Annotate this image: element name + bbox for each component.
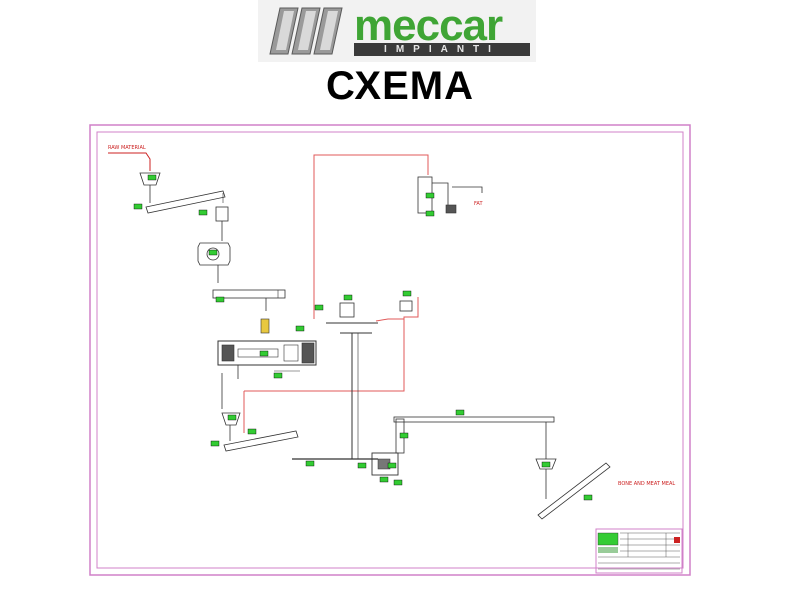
cooker-dryer xyxy=(217,340,317,366)
tag-3 xyxy=(208,249,218,256)
red-top-line xyxy=(313,154,429,319)
logo-tagline: IMPIANTI xyxy=(354,43,530,56)
fat-pump xyxy=(445,204,457,214)
raw-material-hopper xyxy=(139,172,161,186)
tag-17 xyxy=(357,462,367,469)
tag-24 xyxy=(583,494,593,501)
fat-outlet-line xyxy=(452,186,483,193)
conveyor-1 xyxy=(145,190,226,214)
separator xyxy=(339,302,355,318)
tag-8 xyxy=(227,414,237,421)
logo-wordmark: meccar xyxy=(354,1,503,50)
tag-5 xyxy=(295,325,305,332)
drawing-outer-frame xyxy=(89,124,691,576)
tag-9 xyxy=(210,440,220,447)
crusher xyxy=(215,206,229,222)
decanter xyxy=(399,300,413,312)
tag-4 xyxy=(215,296,225,303)
slide-title: СХЕМА xyxy=(326,64,474,108)
tag-23 xyxy=(541,461,551,468)
tag-14 xyxy=(343,294,353,301)
cooker-feed xyxy=(260,318,270,334)
conveyor-3 xyxy=(537,462,611,520)
red-process-line xyxy=(244,297,419,392)
tag-6 xyxy=(259,350,269,357)
process-flow-svg: RAW MATERIAL FAT xyxy=(89,124,691,576)
tag-hopper-1 xyxy=(147,174,157,181)
meccar-logo: meccar IMPIANTI xyxy=(258,0,536,62)
meal-hopper xyxy=(535,458,557,470)
screw-conveyor-1 xyxy=(212,289,286,299)
tag-15 xyxy=(402,290,412,297)
meccar-logo-mark-icon xyxy=(269,7,343,55)
title-block xyxy=(595,528,683,574)
bone-and-meat-meal-label: BONE AND MEAT MEAL xyxy=(618,481,675,487)
pump-unit xyxy=(197,242,231,266)
tag-7 xyxy=(273,372,283,379)
raw-material-label: RAW MATERIAL xyxy=(108,145,146,151)
drawing-inner-frame xyxy=(96,131,684,569)
tag-13 xyxy=(314,304,324,311)
conveyor-2 xyxy=(223,430,299,452)
process-flow-diagram: RAW MATERIAL FAT xyxy=(88,123,693,578)
tag-18 xyxy=(387,462,397,469)
lower-hopper xyxy=(221,412,241,426)
tag-10 xyxy=(247,428,257,435)
tag-22 xyxy=(455,409,465,416)
long-conveyor xyxy=(393,416,555,423)
tag-16 xyxy=(305,460,315,467)
tag-21 xyxy=(399,432,409,439)
raw-material-feed-line xyxy=(108,152,151,171)
tag-20 xyxy=(393,479,403,486)
tag-12 xyxy=(425,210,435,217)
tag-11 xyxy=(425,192,435,199)
tag-1 xyxy=(133,203,143,210)
tag-2 xyxy=(198,209,208,216)
fat-label: FAT xyxy=(474,201,483,207)
tag-19 xyxy=(379,476,389,483)
mill-unit xyxy=(371,452,399,476)
